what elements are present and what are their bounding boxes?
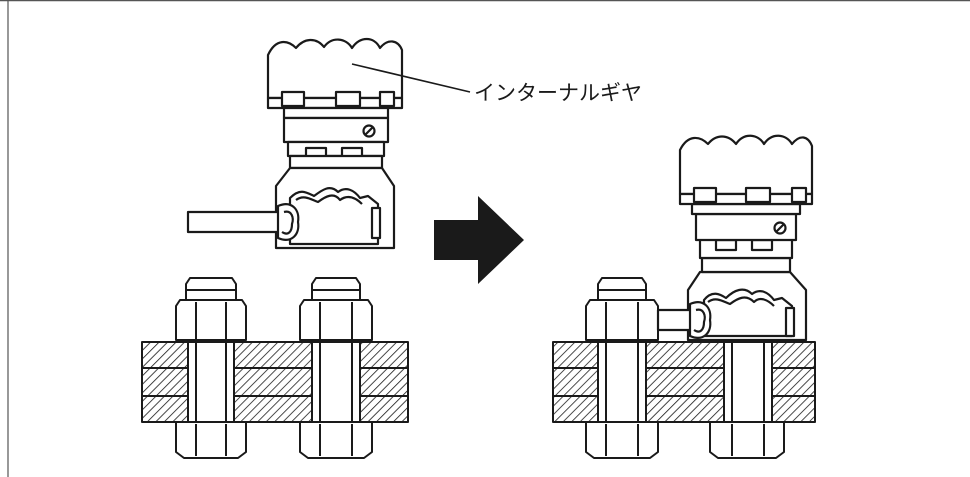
transmitter-before [186, 37, 404, 250]
internal-gear-tab [378, 90, 396, 108]
wrench-handle [186, 210, 282, 234]
internal-gear-tab [334, 90, 362, 108]
bolt [585, 277, 659, 459]
neck-upper [690, 202, 802, 216]
neck-tab [750, 238, 774, 252]
neck-tab [714, 238, 738, 252]
neck-lower [288, 154, 384, 170]
wrench-head [276, 203, 300, 241]
neck-lower [700, 256, 792, 274]
transmitter-after [656, 134, 814, 342]
flange-before [141, 277, 409, 459]
wrench-head [688, 301, 712, 339]
housing-cap [678, 134, 814, 196]
coupling-cutaway [288, 187, 380, 246]
right-arrow-icon [434, 196, 524, 284]
housing-cap [266, 37, 404, 100]
neck-ring [286, 140, 386, 158]
wrench-handle [656, 308, 696, 332]
callout-label: インターナルギヤ [474, 81, 642, 105]
callout-leader [351, 63, 471, 93]
bolt [299, 277, 373, 459]
bolt [175, 277, 247, 459]
neck-upper [282, 106, 390, 120]
internal-gear-tab [280, 90, 306, 108]
